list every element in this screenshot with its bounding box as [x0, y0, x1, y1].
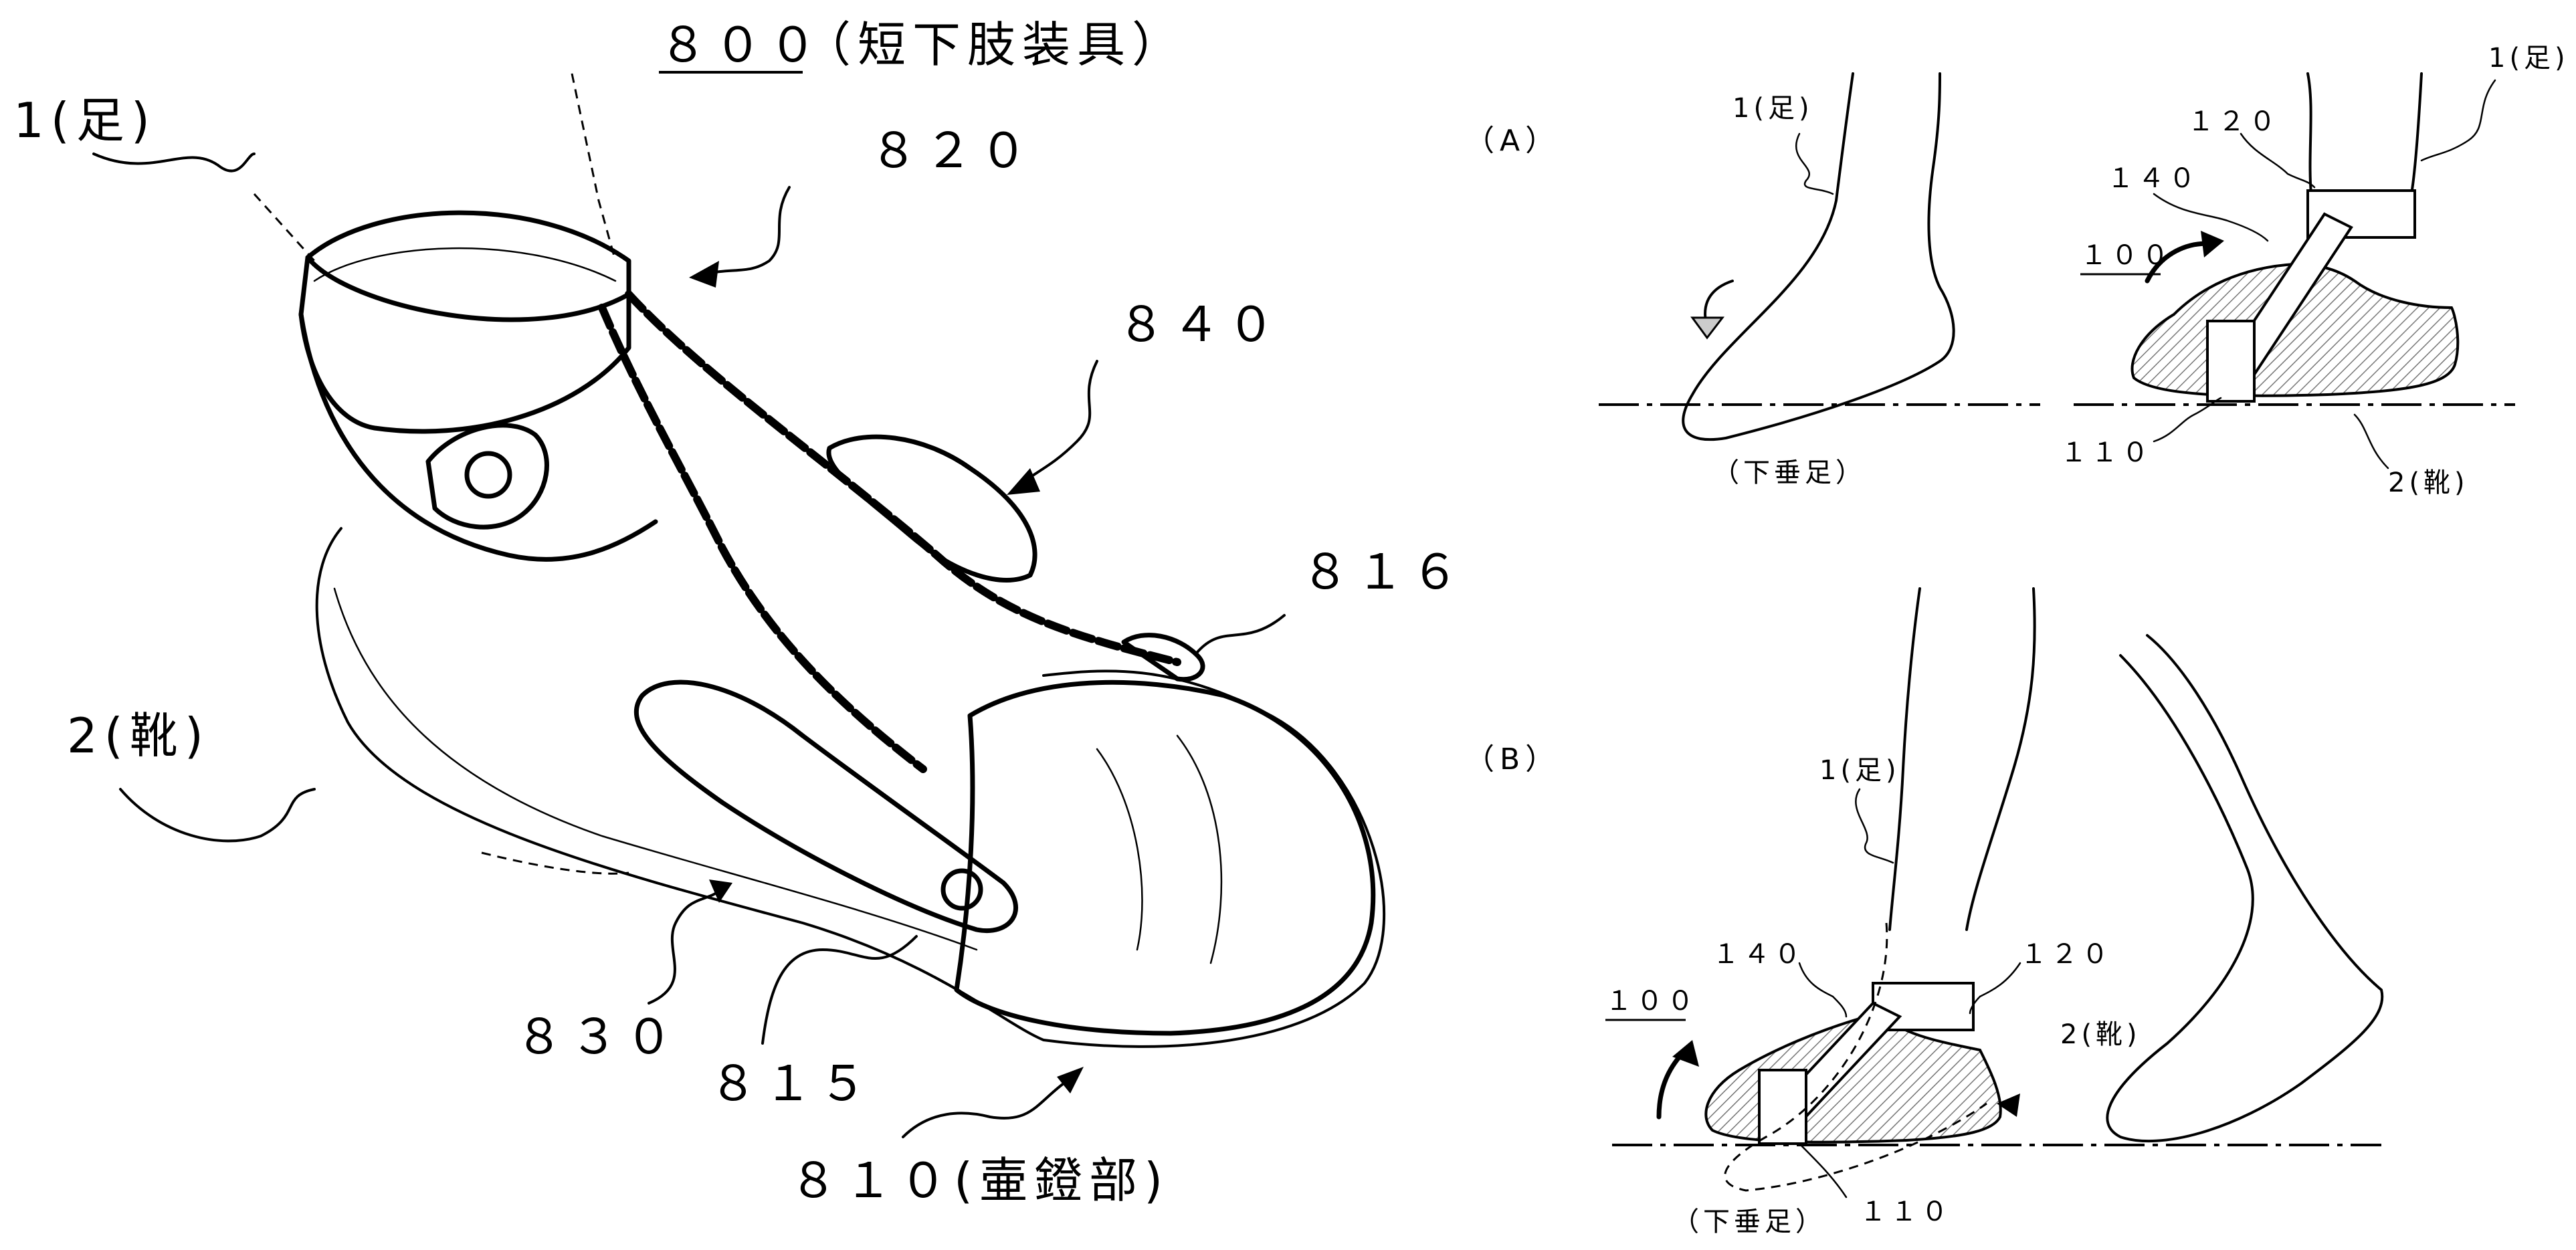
leader-815	[761, 935, 918, 1045]
leader-810	[902, 1082, 1065, 1138]
main-perspective-view: 1(足) ８２０ ８４０ ８１６ 2(靴) ８３０ ８１５ ８１０(壷鐙部)	[13, 73, 1466, 1209]
panel-a-label-drop-foot: （下垂足）	[1712, 457, 1866, 488]
panel-b-leader-110	[1798, 1142, 1848, 1199]
title-number: ８００	[659, 17, 823, 73]
panel-b-label-stirrup: １１０	[1860, 1196, 1952, 1227]
label-810: ８１０(壷鐙部)	[789, 1152, 1169, 1209]
panel-a-label-device: １００	[2080, 240, 2173, 271]
panel-a-label-stirrup: １１０	[2060, 437, 2153, 468]
leader-816	[1196, 614, 1286, 653]
leader-840	[1022, 360, 1098, 483]
rivet-816	[1121, 633, 1205, 682]
arrow-820	[689, 261, 719, 288]
panel-a-label: （A）	[1465, 124, 1560, 158]
panel-b-leader-140	[1798, 962, 1848, 1018]
panel-b-drop-foot-outline	[1724, 922, 1987, 1192]
shoe-sole-line	[333, 587, 978, 951]
panel-b-front-leg	[1888, 587, 2036, 931]
leg-outline	[253, 73, 617, 262]
panel-a-leader-shoe	[2353, 413, 2389, 470]
panel-b-label-strap: １４０	[1712, 939, 1805, 970]
title-text: （短下肢装具）	[803, 17, 1187, 73]
label-815: ８１５	[709, 1055, 874, 1112]
panel-a-leader-foot-left	[1795, 132, 1834, 195]
panel-b-stirrup	[1758, 1069, 1807, 1145]
panel-a-leader-110	[2153, 397, 2222, 443]
ankle-cuff-lower	[298, 312, 658, 562]
leader-foot	[92, 152, 256, 173]
panel-a: （A） 1(足) 1(足) （下垂足） １００ １２０ １４０ １１０ 2(靴)	[1465, 43, 2569, 498]
leader-shoe	[119, 788, 316, 843]
panel-b-label-cuff: １２０	[2020, 939, 2112, 970]
toe-cap	[954, 680, 1376, 1036]
panel-b-label-shoe: 2(靴)	[2060, 1019, 2141, 1050]
label-816: ８１６	[1301, 544, 1466, 600]
panel-b-leader-120	[1969, 962, 2021, 1015]
arrow-830	[709, 879, 732, 903]
panel-a-right-leg	[2306, 72, 2423, 195]
label-820: ８２０	[870, 122, 1034, 179]
panel-a-lift-arrowhead	[2201, 231, 2224, 257]
label-foot: 1(足)	[13, 92, 157, 148]
ankle-cuff-rim	[305, 255, 631, 322]
cuff-buckle-hole	[464, 451, 512, 499]
panel-a-leader-120	[2240, 132, 2316, 189]
panel-a-label-foot-left: 1(足)	[1732, 93, 1813, 124]
chain-strap-upper	[625, 290, 1181, 666]
panel-a-label-cuff: １２０	[2187, 106, 2280, 137]
shoe-outline	[315, 527, 1385, 1048]
panel-b-label-foot: 1(足)	[1819, 755, 1900, 786]
cuff-buckle	[425, 423, 549, 530]
panel-b-label-device: １００	[1605, 986, 1698, 1017]
label-830: ８３０	[515, 1009, 680, 1065]
panel-a-leader-140	[2153, 193, 2269, 242]
ankle-cuff	[298, 210, 631, 434]
chain-strap-lower	[598, 304, 927, 773]
toe-cap-shading	[1096, 734, 1223, 964]
leader-830	[648, 888, 724, 1005]
panel-a-label-foot-right: 1(足)	[2488, 43, 2569, 74]
panel-a-curved-arrow	[1704, 280, 1734, 322]
front-strap	[633, 680, 1018, 933]
shoe-hidden-line	[481, 851, 629, 875]
panel-a-leader-foot-right	[2420, 79, 2496, 162]
panel-b-shoe-arrow	[1997, 1093, 2020, 1117]
arrow-840	[1007, 468, 1040, 495]
front-strap-hole	[940, 868, 983, 911]
leader-820	[701, 186, 791, 276]
panel-b-label-drop-foot: （下垂足）	[1672, 1207, 1826, 1237]
panel-b-leader-foot	[1855, 788, 1894, 864]
panel-b: （B） 1(足) １００ １４０ １２０ 2(靴) （下垂足） １１０	[1465, 587, 2384, 1237]
strap-pad	[826, 434, 1037, 583]
arrow-810	[1057, 1067, 1084, 1093]
panel-a-left-leg	[1682, 72, 1955, 441]
panel-b-label: （B）	[1465, 742, 1560, 776]
panel-b-back-leg	[2106, 634, 2384, 1143]
ankle-cuff-inner	[313, 247, 617, 282]
figure-title: ８００ （短下肢装具）	[659, 17, 1187, 74]
label-840: ８４０	[1117, 296, 1282, 352]
panel-b-lift-arrowhead	[1672, 1040, 1699, 1067]
panel-a-label-strap: １４０	[2107, 163, 2199, 194]
label-shoe: 2(靴)	[67, 708, 210, 764]
panel-a-stirrup	[2206, 320, 2256, 403]
panel-a-drop-arrow	[1690, 316, 1725, 340]
panel-a-label-shoe: 2(靴)	[2388, 467, 2469, 498]
